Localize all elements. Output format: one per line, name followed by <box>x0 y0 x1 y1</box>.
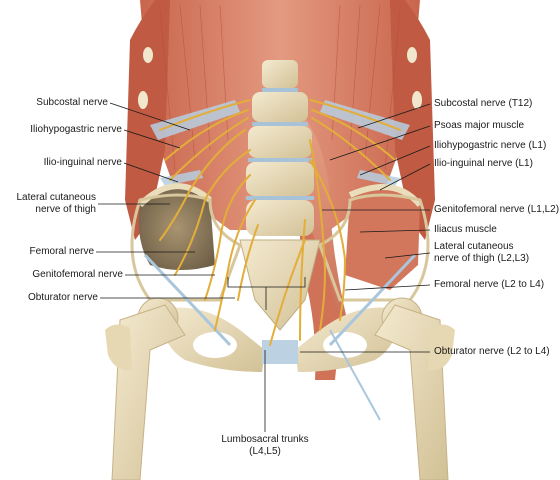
label-lateral-cutaneous-line-1: Lateral cutaneous <box>16 192 96 203</box>
lumbar-vertebrae <box>246 60 314 236</box>
label-subcostal-nerve-t12: Subcostal nerve (T12) <box>434 98 533 109</box>
label-femoral-nerve: Femoral nerve <box>29 246 94 257</box>
label-iliacus-muscle: Iliacus muscle <box>434 224 497 235</box>
label-psoas-major-muscle: Psoas major muscle <box>434 120 525 131</box>
label-genitofemoral-nerve-l1-l2: Genitofemoral nerve (L1,L2) <box>434 204 560 215</box>
label-obturator-nerve: Obturator nerve <box>27 292 98 303</box>
label-lateral-cutaneous-right-line-1: Lateral cutaneous <box>434 241 514 252</box>
label-ilio-inguinal-nerve: Ilio-inguinal nerve <box>43 157 122 168</box>
label-iliohypogastric-nerve-l1: Iliohypogastric nerve (L1) <box>434 140 547 151</box>
label-lumbosacral-trunks-line-2: (L4,L5) <box>249 446 281 457</box>
leader-lines <box>96 102 431 432</box>
label-ilio-inguinal-nerve-l1: Ilio-inguinal nerve (L1) <box>434 158 533 169</box>
label-genitofemoral-nerve: Genitofemoral nerve <box>32 269 123 280</box>
label-lumbosacral-trunks: Lumbosacral trunks (L4,L5) <box>205 434 325 458</box>
right-iliacus <box>345 184 423 290</box>
label-obturator-nerve-l2-l4: Obturator nerve (L2 to L4) <box>434 346 550 357</box>
label-lumbosacral-trunks-line-1: Lumbosacral trunks <box>221 434 309 445</box>
label-subcostal-nerve: Subcostal nerve <box>36 97 108 108</box>
label-lateral-cutaneous-nerve-of-thigh-l2-l3: Lateral cutaneous nerve of thigh (L2,L3) <box>434 241 529 265</box>
label-lateral-cutaneous-right-line-2: nerve of thigh (L2,L3) <box>434 253 530 264</box>
label-lateral-cutaneous-nerve-of-thigh: Lateral cutaneous nerve of thigh <box>16 192 96 216</box>
label-iliohypogastric-nerve: Iliohypogastric nerve <box>30 124 122 135</box>
femurs <box>105 304 455 480</box>
label-femoral-nerve-l2-l4: Femoral nerve (L2 to L4) <box>434 279 545 290</box>
label-lateral-cutaneous-line-2: nerve of thigh <box>35 204 96 215</box>
lumbar-plexus-nerves <box>159 99 401 346</box>
